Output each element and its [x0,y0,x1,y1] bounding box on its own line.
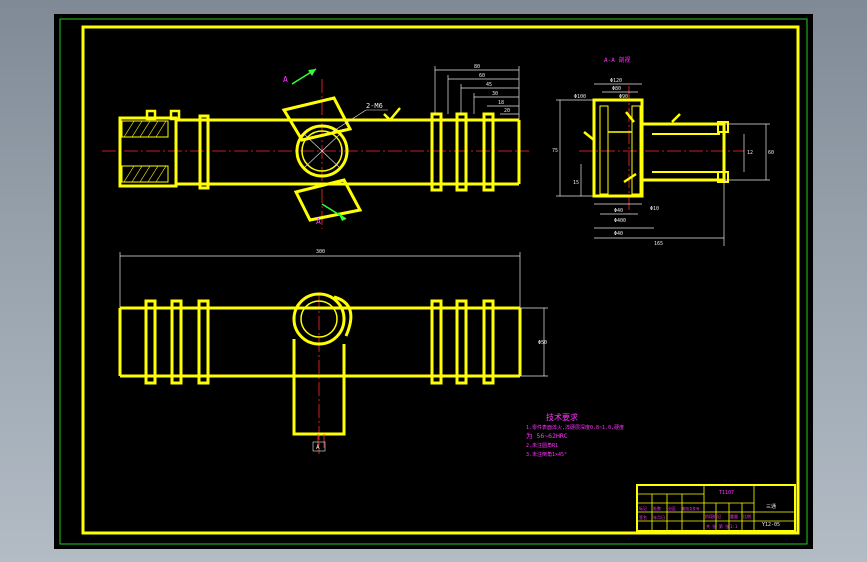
front-view: A A 2-M6 80 60 45 30 18 20 [102,64,529,229]
hatching-left [123,120,167,183]
svg-text:比例: 比例 [743,513,751,519]
svg-text:20: 20 [504,108,510,114]
ring-2 [455,112,468,192]
svg-text:Φ40: Φ40 [614,208,623,214]
notes-title: 技术要求 [546,412,578,422]
left-thread-bottom [121,165,169,183]
svg-text:300: 300 [316,249,325,255]
ring-1 [430,112,443,192]
svg-text:Φ120: Φ120 [610,78,622,84]
svg-text:Φ100: Φ100 [574,94,586,100]
svg-text:Φ90: Φ90 [619,94,628,100]
svg-text:12: 12 [747,150,753,156]
svg-text:Φ50: Φ50 [538,340,547,346]
section-view: A-A 剖视 Φ120 Φ80 Φ100 Φ [552,56,774,247]
svg-text:处数: 处数 [653,505,661,511]
section-marker-top: A [283,75,288,84]
svg-text:30: 30 [492,91,498,97]
section-label-bottom: A [316,444,320,451]
section-branch [640,122,726,182]
part-number: T1107 [719,490,734,496]
svg-text:分区: 分区 [668,505,676,511]
outer-border [59,18,808,545]
notes-line-2: 为 56~62HRC [526,431,568,440]
section-dimension-lines [556,83,770,246]
svg-text:重量: 重量 [730,513,738,519]
left-thread-top [121,120,169,138]
section-title: A-A 剖视 [604,56,630,64]
svg-text:标记: 标记 [639,505,647,511]
svg-text:75: 75 [552,148,558,154]
part-name: 三通 [766,503,776,510]
svg-text:80: 80 [474,64,480,70]
drawing-sheet: A A 2-M6 80 60 45 30 18 20 A-A 剖视 [54,14,813,549]
top-flange [281,96,353,142]
notes-line-3: 2.未注圆角R1 [526,442,558,449]
svg-text:45: 45 [486,82,492,88]
top-branch [292,339,346,436]
section-marker-bottom: A [316,217,321,226]
notes-line-1: 1.零件表面淬火,淬硬层深度0.8~1.0,硬度 [526,424,624,431]
svg-text:签名: 签名 [639,514,647,520]
svg-text:Φ40: Φ40 [614,231,623,237]
svg-text:1:1: 1:1 [730,524,738,529]
ring-3 [482,112,495,192]
title-block: T1107 三通 Y12-05 标记 处数 分区 更改文件号 签名 年月日 阶段… [636,484,796,532]
svg-text:共 张 第 张: 共 张 第 张 [706,523,729,529]
svg-text:15: 15 [573,180,579,186]
hub-circle [295,124,349,178]
cad-drawing: A A 2-M6 80 60 45 30 18 20 A-A 剖视 [59,18,808,545]
svg-text:阶段标记: 阶段标记 [705,513,721,519]
thread-callout: 2-M6 [366,102,383,110]
top-view: A 300 Φ50 [118,249,548,454]
svg-text:60: 60 [479,73,485,79]
svg-text:Φ10: Φ10 [650,206,659,212]
notes-line-4: 3.未注倒角1×45° [526,451,567,458]
svg-text:18: 18 [498,100,504,106]
svg-text:60: 60 [768,150,774,156]
roughness-symbol [383,107,401,122]
front-dimension-lines [434,66,520,120]
svg-text:165: 165 [654,241,663,247]
svg-text:更改文件号: 更改文件号 [682,506,700,511]
bottom-flange [293,178,363,222]
svg-text:Φ80: Φ80 [612,86,621,92]
top-hub-circle [292,292,346,346]
svg-text:年月日: 年月日 [653,514,665,520]
technical-notes: 技术要求 1.零件表面淬火,淬硬层深度0.8~1.0,硬度 为 56~62HRC… [526,412,624,458]
material: Y12-05 [762,522,780,528]
inner-border [81,25,800,535]
svg-text:Φ400: Φ400 [614,218,626,224]
section-body [592,98,644,198]
